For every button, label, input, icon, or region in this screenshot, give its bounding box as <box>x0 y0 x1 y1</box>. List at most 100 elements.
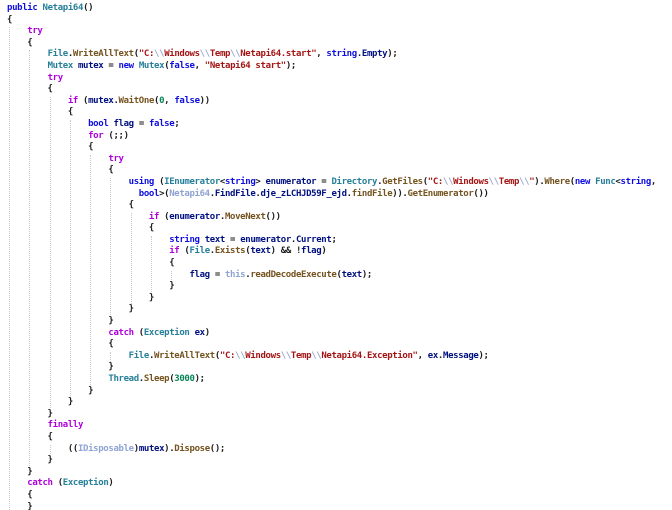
code-token: ( <box>422 176 428 187</box>
code-token: } <box>7 304 134 315</box>
code-token: . <box>209 246 215 257</box>
code-token: ()) <box>265 211 282 222</box>
code-token: Thread <box>108 374 139 384</box>
code-token: (); <box>209 443 226 454</box>
code-token: WriteAllText <box>154 350 215 361</box>
code-token: ( <box>154 176 165 187</box>
code-token: Mutex <box>138 60 165 71</box>
code-token: false <box>169 60 195 71</box>
code-line: } <box>7 467 656 479</box>
code-token: for <box>88 130 104 141</box>
code-token: new <box>118 60 135 71</box>
code-token: ( <box>336 269 342 280</box>
code-token: bool <box>138 188 160 199</box>
code-token: Temp <box>290 350 312 361</box>
code-token: } <box>7 397 73 408</box>
code-token: ; <box>174 118 180 129</box>
code-token: ) <box>133 443 139 454</box>
code-token: = <box>133 118 149 129</box>
code-token: using <box>128 176 155 187</box>
code-token: \\ <box>230 49 241 60</box>
code-line: } <box>7 316 656 328</box>
code-line: public Netapi64() <box>7 3 656 15</box>
code-token: \\ <box>443 176 454 187</box>
code-token <box>7 189 139 199</box>
code-token: Windows <box>164 49 200 60</box>
code-token: , <box>650 176 656 187</box>
code-token: { <box>7 37 33 48</box>
code-token: ); <box>285 60 296 71</box>
code-token <box>7 246 169 256</box>
code-line: catch (Exception) <box>7 478 656 490</box>
code-token: >( <box>159 188 170 199</box>
code-token: bool <box>88 118 109 129</box>
indent-guide <box>130 212 132 304</box>
code-token: public <box>7 3 38 13</box>
code-token: Empty <box>361 49 388 60</box>
indent-guide <box>150 236 152 292</box>
code-token: } <box>7 501 33 510</box>
code-token: enumerator <box>169 211 220 222</box>
code-token: GetFiles <box>382 176 423 187</box>
code-token: "Netapi64 start" <box>204 60 286 71</box>
code-token: Dispose <box>174 443 210 454</box>
code-token: \\ <box>235 350 246 361</box>
code-token: } <box>7 408 53 419</box>
indent-guide <box>171 270 173 281</box>
code-token: ( <box>169 374 175 384</box>
code-token: { <box>7 200 134 211</box>
code-line: } <box>7 409 656 421</box>
code-token: mutex <box>88 95 114 106</box>
code-token: Exception <box>62 478 109 489</box>
code-token: = <box>224 234 241 245</box>
code-line: { <box>7 84 656 96</box>
code-line: catch (Exception ex) <box>7 328 656 340</box>
code-token: ); <box>194 374 205 384</box>
code-token: Netapi64.Exception" <box>321 350 418 361</box>
code-token: Exception <box>143 327 190 338</box>
code-token: \\ <box>199 49 210 60</box>
code-token: Mutex <box>47 60 74 71</box>
code-token: < <box>615 176 621 187</box>
code-token: . <box>255 188 261 199</box>
code-line: Mutex mutex = new Mutex(false, "Netapi64… <box>7 61 656 73</box>
code-token: Netapi64 <box>169 188 210 199</box>
code-token: findFile <box>351 188 393 199</box>
indent-guide <box>90 154 92 385</box>
code-token: 0 <box>159 95 165 106</box>
code-token: this <box>224 269 246 280</box>
code-token: try <box>108 153 124 164</box>
code-line: { <box>7 142 656 154</box>
code-token <box>7 478 27 488</box>
code-token: Directory <box>331 176 378 187</box>
code-token: { <box>7 489 33 500</box>
code-token: flag <box>301 246 322 257</box>
code-token: } <box>7 362 114 373</box>
code-token: Netapi64.start" <box>240 49 317 60</box>
code-token: Current <box>295 234 332 245</box>
code-token: ( <box>77 95 89 106</box>
code-line: if (File.Exists(text) && !flag) <box>7 246 656 258</box>
code-token: ex <box>427 350 438 361</box>
code-token: if <box>169 246 180 257</box>
code-token: { <box>7 14 13 25</box>
code-token: " <box>529 176 535 187</box>
code-token: , <box>417 350 428 361</box>
code-token: { <box>7 142 94 153</box>
code-token: "C: <box>219 350 236 361</box>
code-token: (;;) <box>103 130 129 141</box>
indent-guide <box>110 178 112 316</box>
code-token <box>7 154 108 164</box>
code-line: { <box>7 15 656 27</box>
code-token <box>7 374 108 384</box>
code-token: { <box>7 165 114 176</box>
code-token: readDecodeExecute <box>250 269 337 280</box>
code-token: ( <box>179 246 190 257</box>
code-line: try <box>7 154 656 166</box>
code-token: false <box>148 118 175 129</box>
code-token <box>7 212 149 222</box>
code-token: text <box>341 269 363 280</box>
indent-guide <box>29 50 31 466</box>
code-line: if (mutex.WaitOne(0, false)) <box>7 96 656 108</box>
